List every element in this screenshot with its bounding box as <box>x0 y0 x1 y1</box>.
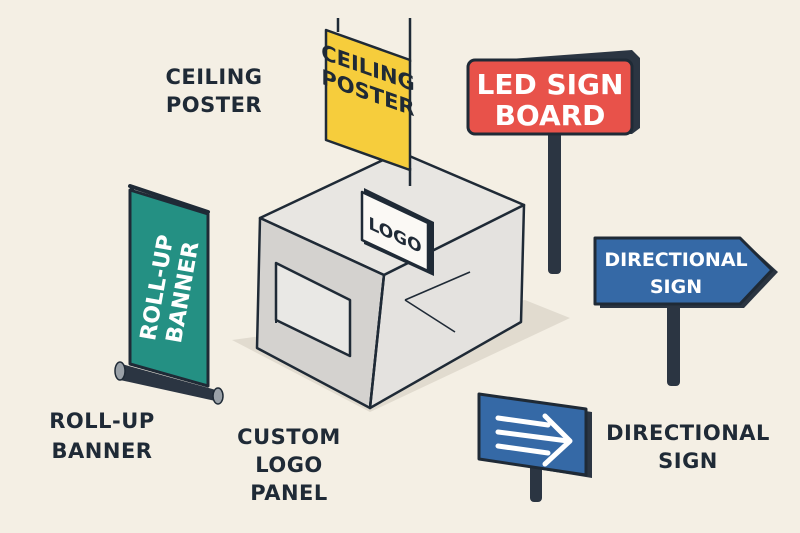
caption-custom-logo-line2: LOGO <box>255 453 323 477</box>
led-sign-board-line1: LED SIGN <box>477 68 624 101</box>
directional-sign-large: DIRECTIONAL SIGN <box>593 236 778 386</box>
roll-up-banner-sign: ROLL-UP BANNER <box>114 184 224 405</box>
roll-up-banner-face <box>128 188 210 388</box>
logo-panel-face <box>360 190 430 273</box>
led-sign-board: LED SIGN BOARD <box>466 50 640 274</box>
exhibition-booth <box>255 150 526 410</box>
arrow-right-icon <box>495 413 573 467</box>
caption-directional-line1: DIRECTIONAL <box>606 421 770 445</box>
directional-sign-large-face <box>593 236 774 306</box>
directional-sign-small <box>477 392 592 502</box>
caption-directional-line2: SIGN <box>658 449 718 473</box>
logo-panel-sign: LOGO <box>360 188 434 276</box>
caption-custom-logo-line3: PANEL <box>250 481 328 505</box>
caption-ceiling-poster: CEILING POSTER <box>165 65 262 117</box>
caption-custom-logo-panel: CUSTOM LOGO PANEL <box>237 425 341 505</box>
caption-roll-up-banner: ROLL-UP BANNER <box>49 409 154 463</box>
directional-sign-large-line1: DIRECTIONAL <box>604 249 747 271</box>
caption-ceiling-poster-line1: CEILING <box>165 65 262 89</box>
led-sign-board-face <box>466 58 634 136</box>
caption-custom-logo-line1: CUSTOM <box>237 425 341 449</box>
ceiling-poster-panel <box>324 28 412 172</box>
caption-directional-sign: DIRECTIONAL SIGN <box>606 421 770 473</box>
caption-ceiling-poster-line2: POSTER <box>166 93 262 117</box>
caption-roll-up-banner-line2: BANNER <box>52 439 153 463</box>
directional-sign-large-line2: SIGN <box>650 276 702 298</box>
led-sign-board-line2: BOARD <box>495 99 606 132</box>
ceiling-poster-sign: CEILING POSTER <box>321 18 415 186</box>
caption-roll-up-banner-line1: ROLL-UP <box>49 409 154 433</box>
